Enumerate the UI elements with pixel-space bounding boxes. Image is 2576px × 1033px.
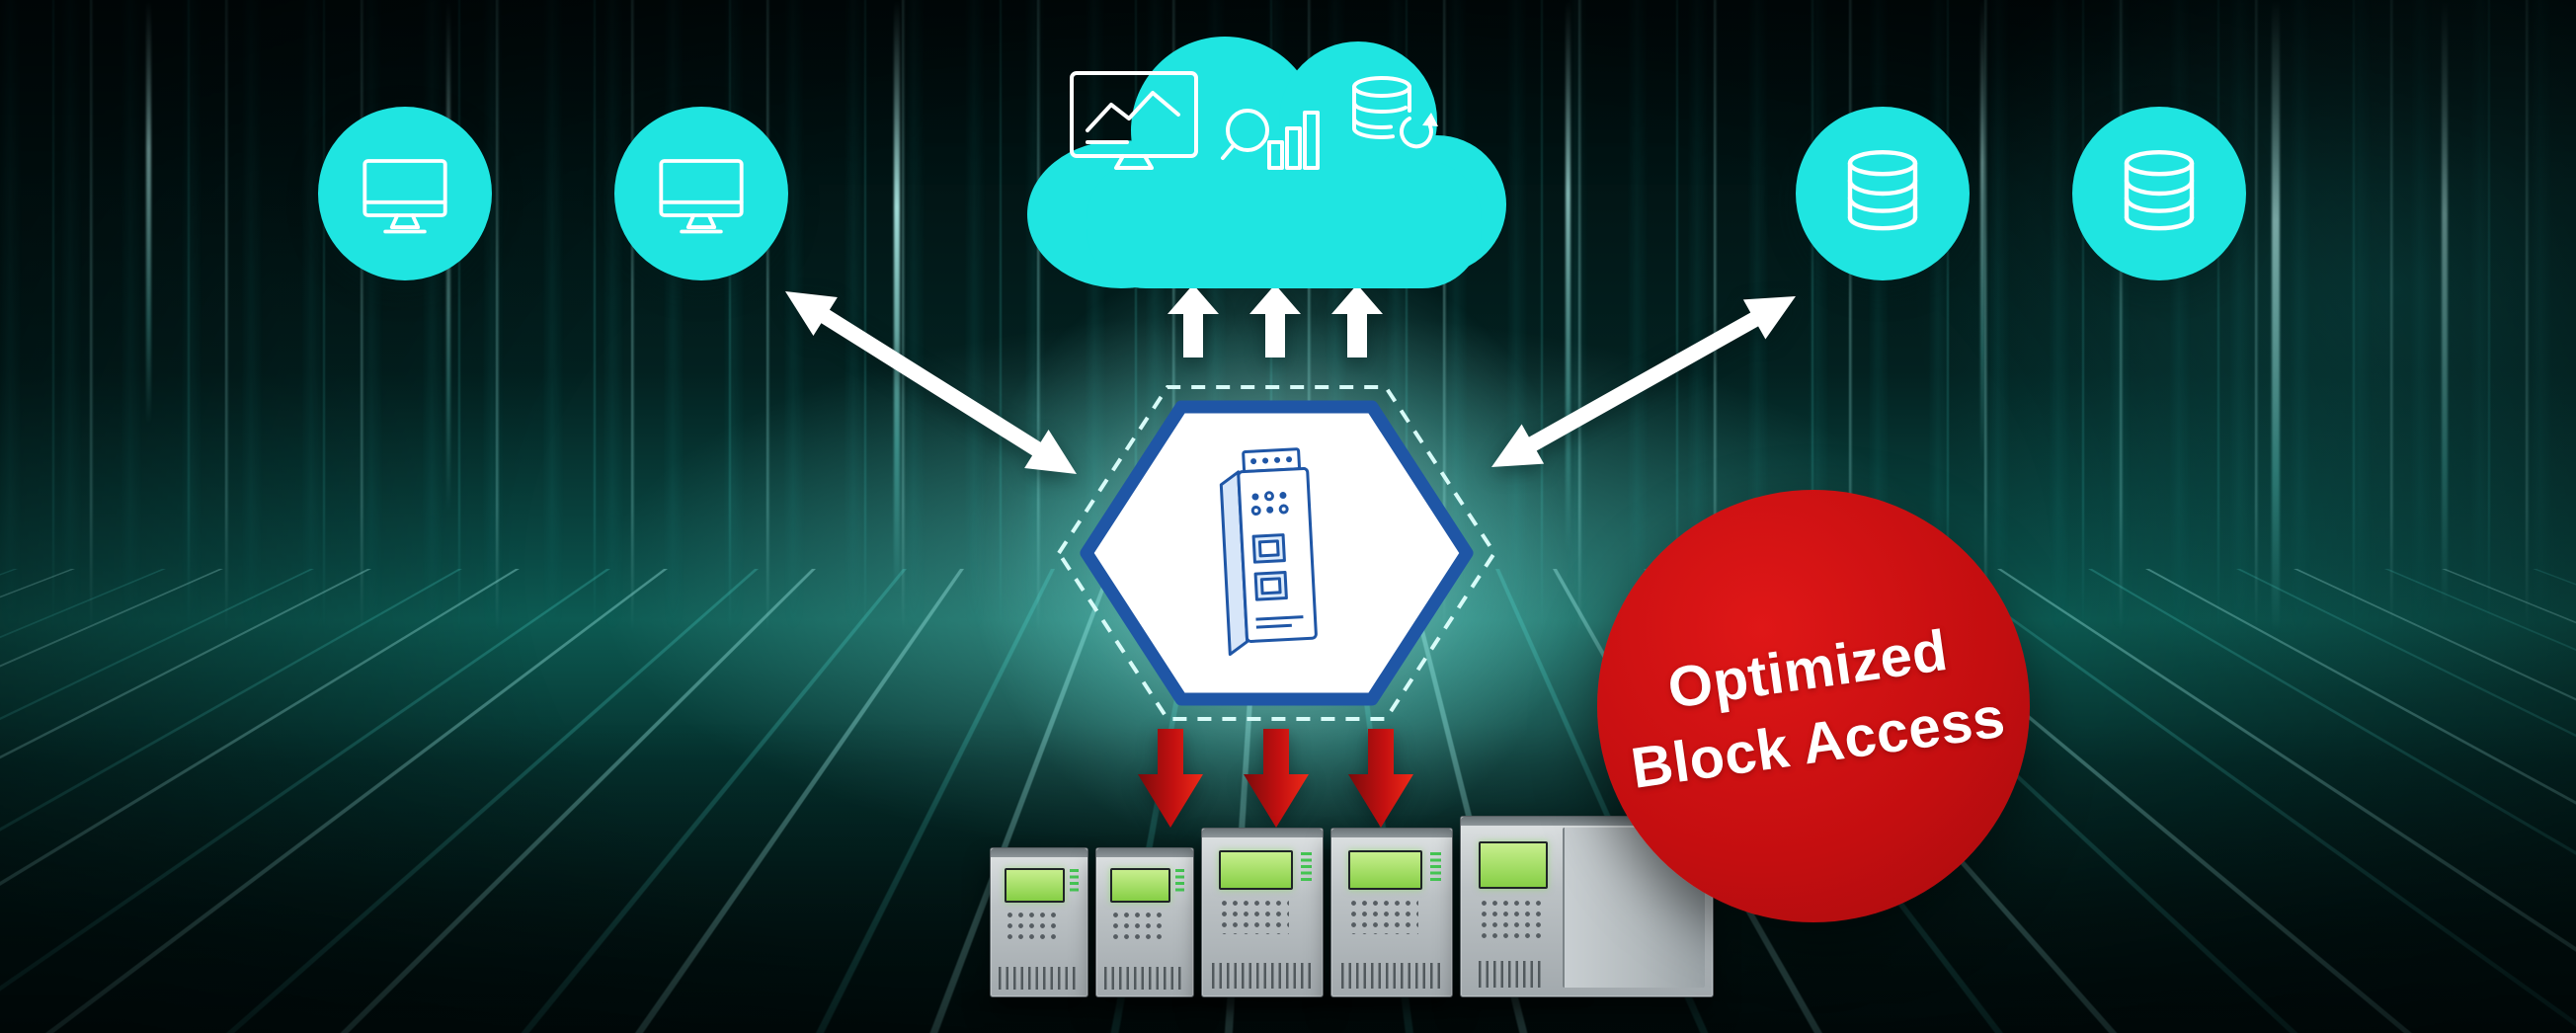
- database-sync-icon: [1352, 76, 1438, 149]
- plc-led-strip: [1175, 869, 1185, 895]
- plc-keypad: [1348, 897, 1418, 935]
- client-node-2: [614, 107, 788, 280]
- download-arrow-2: [1244, 729, 1309, 828]
- monitor-icon: [362, 159, 447, 234]
- monitor-icon: [659, 159, 744, 234]
- database-node-2: [2072, 107, 2246, 280]
- plc-top-strip: [991, 848, 1087, 857]
- database-icon: [2124, 150, 2195, 231]
- badge-text: Optimized Block Access: [1617, 606, 2010, 806]
- upload-arrow-3: [1331, 284, 1383, 358]
- client-node-1: [318, 107, 492, 280]
- cloud-shape: [1027, 37, 1506, 288]
- plc-module: [1330, 828, 1453, 997]
- hexagon-dashed-outline: [1056, 385, 1497, 721]
- plc-display: [1348, 850, 1422, 890]
- gateway-device-icon: [1219, 447, 1318, 657]
- plc-keypad: [1219, 897, 1289, 935]
- plc-display: [1478, 841, 1549, 890]
- plc-vents: [1340, 963, 1443, 989]
- left-bidirectional-arrow: [785, 291, 1077, 474]
- plc-led-strip: [1301, 851, 1313, 881]
- download-arrow-3: [1348, 729, 1413, 828]
- plc-top-strip: [1096, 848, 1193, 857]
- plc-top-strip: [1202, 829, 1323, 837]
- plc-vents: [998, 967, 1081, 990]
- database-node-1: [1796, 107, 1970, 280]
- plc-display: [1109, 867, 1170, 903]
- download-arrows: [1138, 729, 1413, 828]
- cloud-node: [973, 12, 1541, 298]
- plc-led-strip: [1070, 869, 1080, 895]
- upload-arrow-1: [1167, 284, 1219, 358]
- plc-led-strip: [1430, 851, 1442, 881]
- right-bidirectional-arrow: [1491, 296, 1796, 467]
- plc-module: [1095, 847, 1194, 997]
- plc-keypad: [1478, 897, 1545, 941]
- dashboard-chart-icon: [1070, 71, 1198, 170]
- plc-keypad: [1004, 909, 1061, 942]
- plc-vents: [1211, 963, 1314, 989]
- plc-module: [1201, 828, 1324, 997]
- database-icon: [1847, 150, 1918, 231]
- gateway-hexagon: [1047, 354, 1506, 754]
- plc-top-strip: [1461, 817, 1713, 826]
- plc-display: [1004, 867, 1065, 903]
- download-arrow-1: [1138, 729, 1203, 828]
- plc-module: [990, 847, 1088, 997]
- plc-keypad: [1109, 909, 1167, 942]
- plc-display: [1219, 850, 1293, 890]
- plc-row: [990, 816, 1714, 997]
- plc-top-strip: [1331, 829, 1452, 837]
- search-analytics-icon: [1221, 109, 1320, 170]
- plc-vents: [1103, 967, 1186, 990]
- upload-arrow-2: [1249, 284, 1301, 358]
- plc-vents: [1478, 960, 1545, 988]
- optimized-block-access-badge: Optimized Block Access: [1597, 490, 2030, 922]
